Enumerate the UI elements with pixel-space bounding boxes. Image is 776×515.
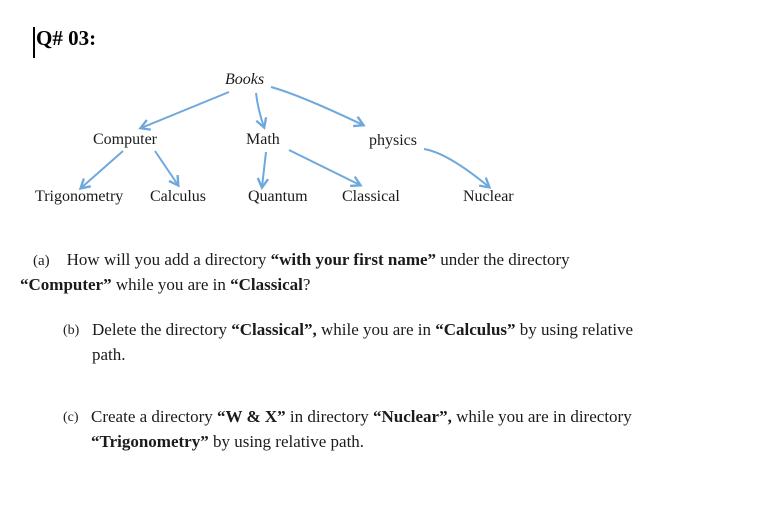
text-cursor <box>33 27 35 58</box>
question-c-text: Create a directory “W & X” in directory … <box>91 407 632 451</box>
question-b-marker: (b) <box>63 323 80 338</box>
question-b-text: Delete the directory “Classical”, while … <box>92 320 634 364</box>
tree-edge-math-quantum <box>256 151 270 190</box>
tree-node-computer: Computer <box>93 131 157 148</box>
question-c: (c) Create a directory “W & X” in directo… <box>63 404 767 454</box>
tree-node-nuclear: Nuclear <box>463 188 514 205</box>
question-a-text: How will you add a directory “with your … <box>20 250 570 294</box>
tree-edge-computer-calculus <box>154 150 180 188</box>
question-b: (b) Delete the directory “Classical”, whi… <box>63 317 764 367</box>
tree-edge-books-physics <box>270 86 366 128</box>
tree-node-physics: physics <box>369 132 417 149</box>
tree-edge-physics-nuclear <box>423 148 492 189</box>
tree-node-trigonometry: Trigonometry <box>35 188 124 205</box>
question-heading: Q# 03: <box>36 26 97 50</box>
tree-arrows <box>78 86 492 190</box>
question-c-marker: (c) <box>63 410 79 425</box>
directory-tree-diagram: Books Computer Math physics Trigonometry… <box>0 0 776 230</box>
question-a: (a)How will you add a directory “with yo… <box>20 248 734 297</box>
tree-node-math: Math <box>246 131 280 148</box>
tree-edge-math-classical <box>288 149 363 188</box>
tree-edge-computer-trigonometry <box>78 150 124 190</box>
question-a-marker: (a) <box>33 253 50 269</box>
tree-node-quantum: Quantum <box>248 188 308 205</box>
tree-edge-books-math <box>255 92 268 130</box>
tree-node-calculus: Calculus <box>150 188 206 205</box>
tree-node-books: Books <box>225 71 265 88</box>
tree-node-classical: Classical <box>342 188 400 205</box>
tree-edge-books-computer <box>138 91 230 131</box>
